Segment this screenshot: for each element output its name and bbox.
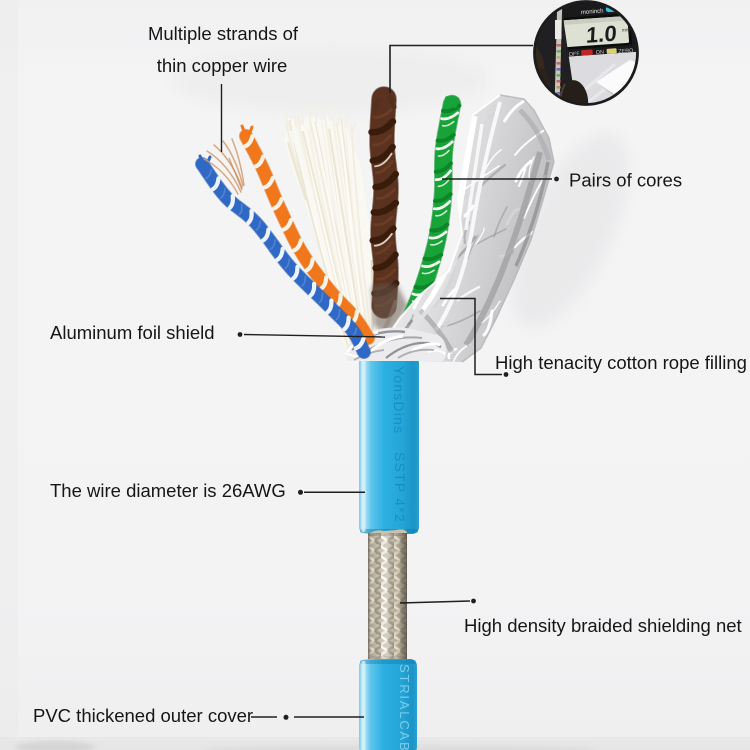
svg-text:SSTP 4*2: SSTP 4*2 — [392, 452, 408, 523]
svg-text:Multiple strands of: Multiple strands of — [148, 23, 299, 44]
svg-text:High tenacity cotton rope fill: High tenacity cotton rope filling — [495, 352, 747, 373]
svg-text:OFF: OFF — [569, 51, 581, 58]
svg-text:ZERO: ZERO — [618, 48, 634, 55]
svg-text:The wire diameter is 26AWG: The wire diameter is 26AWG — [50, 480, 286, 501]
svg-text:High density braided shielding: High density braided shielding net — [464, 615, 742, 636]
svg-text:thin copper wire: thin copper wire — [157, 55, 288, 76]
svg-text:moninch: moninch — [581, 9, 604, 17]
svg-text:Aluminum foil shield: Aluminum foil shield — [50, 322, 215, 343]
svg-text:YonsDins: YonsDins — [391, 366, 407, 434]
svg-text:Pairs of cores: Pairs of cores — [569, 170, 682, 191]
svg-text:1.0: 1.0 — [586, 21, 618, 48]
svg-text:mm: mm — [622, 27, 631, 34]
svg-text:ON: ON — [596, 50, 605, 57]
svg-text:PVC thickened outer cover: PVC thickened outer cover — [33, 705, 253, 726]
svg-text:STRIALCAB: STRIALCAB — [397, 664, 412, 750]
